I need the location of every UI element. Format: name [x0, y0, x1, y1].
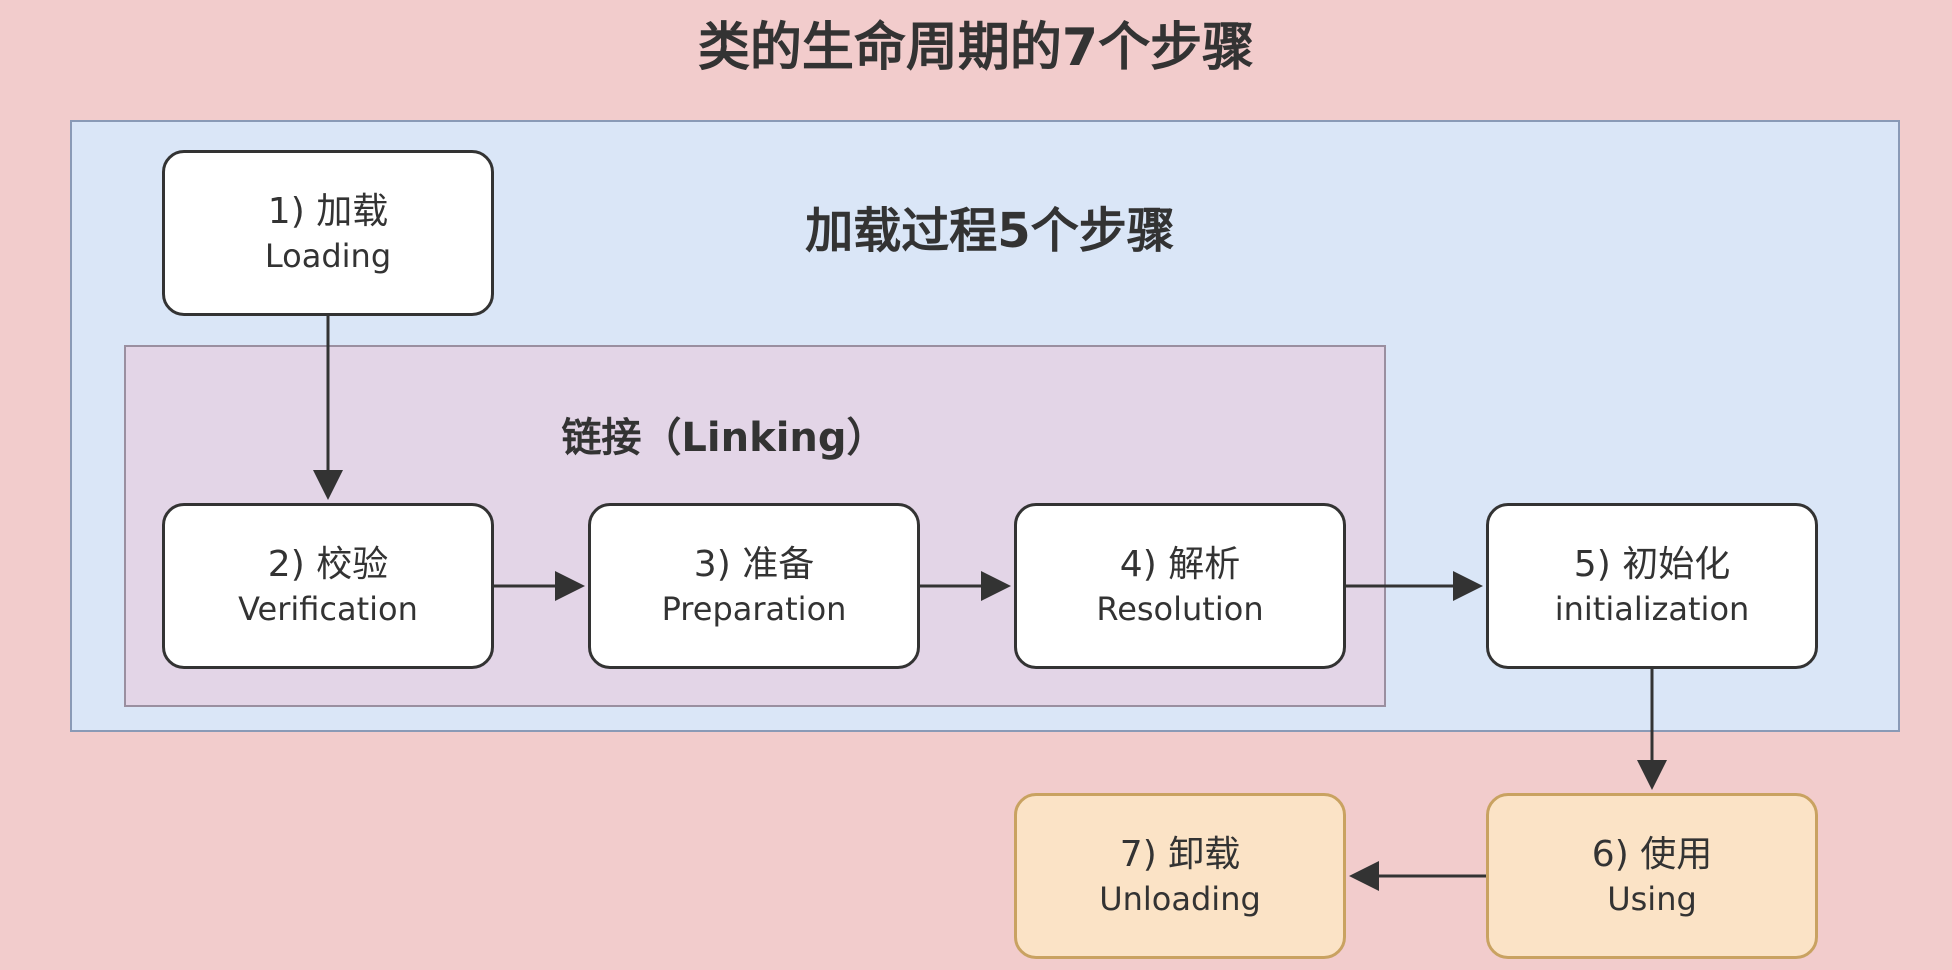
step-preparation-cn-label: 3) 准备: [693, 544, 815, 585]
step-resolution-cn-label: 4) 解析: [1119, 544, 1241, 585]
step-loading: 1) 加载 Loading: [162, 150, 494, 316]
step-preparation-en-label: Preparation: [661, 590, 847, 628]
step-unloading-cn-label: 7) 卸载: [1119, 834, 1241, 875]
step-verification-cn-label: 2) 校验: [267, 544, 389, 585]
step-using-en-label: Using: [1607, 880, 1697, 918]
step-loading-en-label: Loading: [264, 237, 392, 275]
step-unloading: 7) 卸载 Unloading: [1014, 793, 1346, 959]
step-using: 6) 使用 Using: [1486, 793, 1818, 959]
step-resolution: 4) 解析 Resolution: [1014, 503, 1346, 669]
step-preparation: 3) 准备 Preparation: [588, 503, 920, 669]
step-initialization: 5) 初始化 initialization: [1486, 503, 1818, 669]
step-verification-en-label: Verification: [238, 590, 418, 628]
step-resolution-en-label: Resolution: [1096, 590, 1264, 628]
step-loading-cn-label: 1) 加载: [267, 191, 389, 232]
diagram-title: 类的生命周期的7个步骤: [697, 18, 1255, 78]
step-verification: 2) 校验 Verification: [162, 503, 494, 669]
linking-group-title: 链接（Linking）: [561, 415, 887, 461]
step-initialization-en-label: initialization: [1554, 590, 1750, 628]
step-using-cn-label: 6) 使用: [1591, 834, 1713, 875]
step-unloading-en-label: Unloading: [1099, 880, 1261, 918]
step-initialization-cn-label: 5) 初始化: [1573, 544, 1731, 585]
loading-process-title: 加载过程5个步骤: [805, 203, 1175, 259]
